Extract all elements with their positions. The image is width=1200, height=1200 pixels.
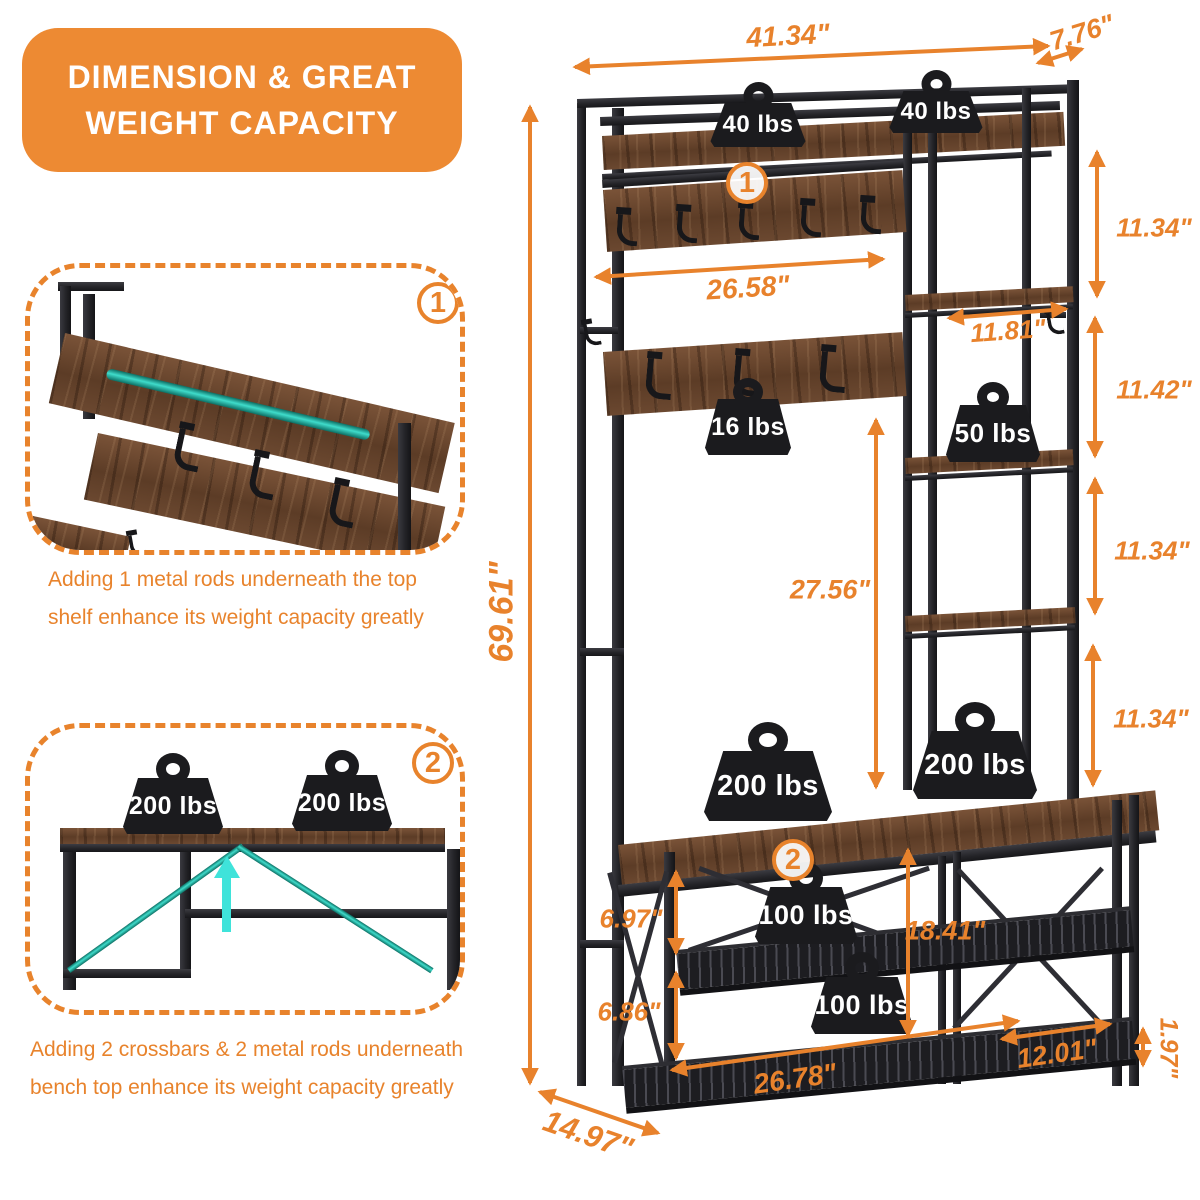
- weight-label: 40 lbs: [900, 98, 972, 125]
- up-arrow-icon: [214, 856, 240, 878]
- dim-gap1: 11.34": [1116, 212, 1192, 243]
- callout1-number-badge: 1: [417, 282, 459, 324]
- weight-icon: 16 lbs: [705, 378, 791, 455]
- callout-bench-detail: 200 lbs 200 lbs 2: [25, 723, 465, 1015]
- dim-mesh-gap2: 6.86": [597, 996, 661, 1027]
- weight-label: 200 lbs: [717, 769, 819, 802]
- callout2-caption-line2: bench top enhance its weight capacity gr…: [30, 1076, 454, 1099]
- weight-icon: 200 lbs: [704, 722, 832, 821]
- weight-body: 200 lbs: [292, 775, 392, 831]
- bench-leg: [447, 849, 460, 990]
- weight-label: 100 lbs: [758, 900, 854, 930]
- weight-body: 40 lbs: [710, 103, 806, 147]
- bench-low-rail: [63, 969, 191, 978]
- weight-icon: 40 lbs: [889, 70, 983, 133]
- frame-brace: [580, 940, 624, 948]
- weight-icon: 200 lbs: [913, 702, 1037, 799]
- lower-board-fragment: [30, 516, 131, 550]
- title-line-1: DIMENSION & GREAT: [67, 59, 417, 95]
- weight-body: 40 lbs: [889, 91, 983, 133]
- weight-body: 200 lbs: [704, 751, 832, 821]
- dim-gap3: 11.34": [1114, 535, 1190, 566]
- dim-hook-width: 26.58": [705, 269, 791, 306]
- weight-label: 200 lbs: [924, 748, 1026, 781]
- title-badge: DIMENSION & GREAT WEIGHT CAPACITY: [22, 28, 462, 172]
- frame-post: [398, 423, 411, 550]
- bench-leg-left: [664, 852, 675, 1086]
- dim-mid-height: 27.56": [789, 574, 871, 605]
- dim-depth: 14.97": [538, 1102, 638, 1167]
- weight-icon: 40 lbs: [710, 82, 806, 147]
- dim-gap4: 11.34": [1113, 703, 1189, 734]
- weight-icon: 50 lbs: [946, 382, 1040, 462]
- callout2-number-badge: 2: [412, 742, 454, 784]
- weight-icon: 100 lbs: [811, 952, 913, 1034]
- weight-label: 50 lbs: [954, 418, 1032, 448]
- weight-body: 100 lbs: [811, 977, 913, 1034]
- diagram-number-1: 1: [726, 162, 768, 204]
- callout1-caption-line1: Adding 1 metal rods underneath the top: [48, 568, 417, 591]
- dim-height: 69.61": [482, 561, 521, 663]
- callout1-caption-line2: shelf enhance its weight capacity greatl…: [48, 606, 424, 629]
- middle-front-post: [928, 105, 937, 790]
- weight-body: 100 lbs: [755, 887, 857, 944]
- weight-label: 100 lbs: [814, 990, 910, 1020]
- diagram-number-2: 2: [772, 839, 814, 881]
- dim-mesh-gap1: 6.97": [599, 903, 663, 934]
- dim-gap2: 11.42": [1116, 374, 1192, 405]
- bench-mid-rail: [185, 909, 447, 918]
- frame-brace: [580, 648, 624, 656]
- weight-label: 200 lbs: [297, 788, 387, 817]
- weight-label: 16 lbs: [711, 412, 785, 441]
- right-outer-post: [1067, 80, 1079, 803]
- title-line-2: WEIGHT CAPACITY: [85, 105, 399, 141]
- up-arrow-stem: [222, 878, 231, 932]
- left-back-post: [577, 103, 586, 1086]
- callout2-caption-line1: Adding 2 crossbars & 2 metal rods undern…: [30, 1038, 464, 1061]
- dim-top-width: 41.34": [745, 17, 831, 54]
- dim-bench-height: 18.41": [904, 915, 986, 946]
- bench-rail: [60, 844, 445, 852]
- dim-foot-height: 1.97": [1154, 1017, 1183, 1079]
- weight-body: 16 lbs: [705, 399, 791, 455]
- weight-body: 50 lbs: [946, 405, 1040, 462]
- weight-icon: 200 lbs: [123, 753, 223, 834]
- bench-leg: [63, 852, 76, 990]
- callout-top-shelf-detail: 1: [25, 263, 465, 555]
- weight-icon: 200 lbs: [292, 750, 392, 831]
- weight-label: 200 lbs: [128, 791, 218, 820]
- coat-hook-icon: [128, 533, 147, 550]
- weight-body: 200 lbs: [913, 731, 1037, 799]
- coat-hook-icon: [644, 358, 674, 401]
- weight-body: 200 lbs: [123, 778, 223, 834]
- coat-hook-icon: [818, 351, 848, 394]
- bench-leg-right: [1129, 795, 1139, 1086]
- dim-top-depth: 7.76": [1046, 8, 1118, 57]
- weight-label: 40 lbs: [722, 111, 794, 138]
- middle-back-post: [903, 99, 912, 790]
- frame-bar: [58, 282, 124, 291]
- dim-shelf-depth: 11.81": [969, 312, 1047, 349]
